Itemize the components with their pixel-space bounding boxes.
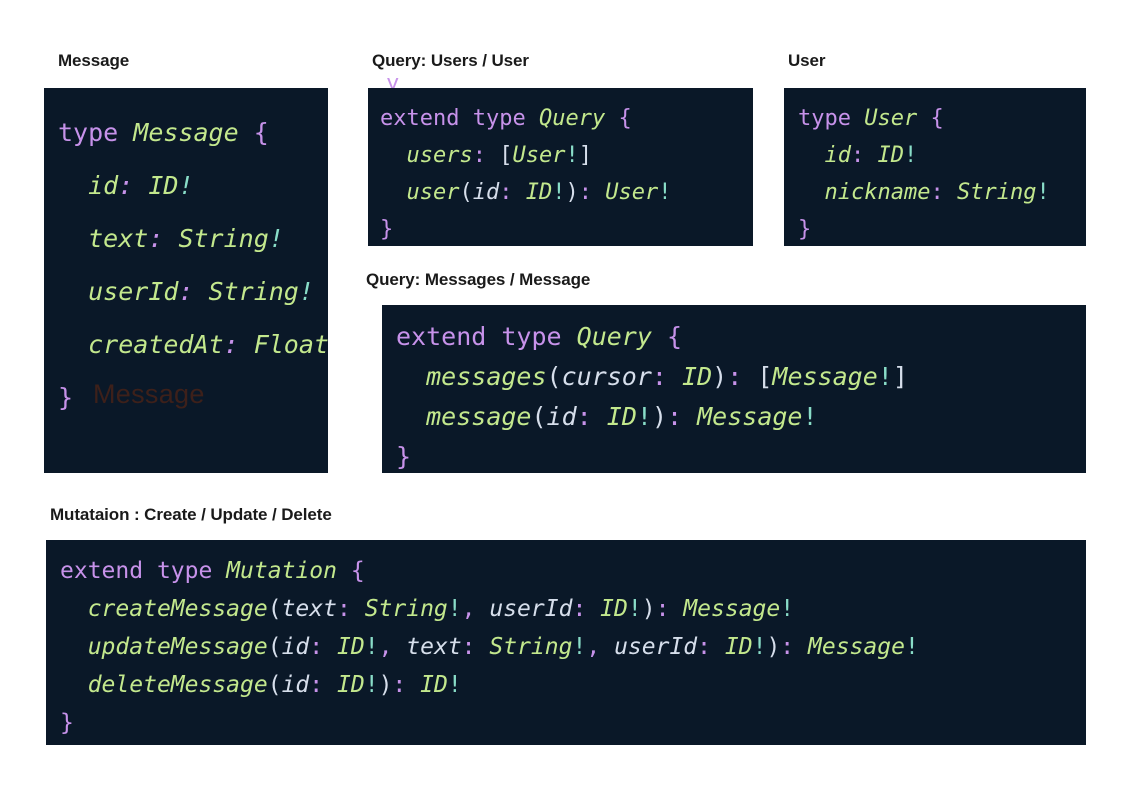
panel-title-mutation: Mutataion : Create / Update / Delete xyxy=(50,505,332,524)
clipped-glyph: y xyxy=(386,73,400,88)
panel-title-query-users: Query: Users / User xyxy=(372,51,529,70)
code-panel-message: type Message { id: ID! text: String! use… xyxy=(44,88,328,473)
code-panel-query-messages: extend type Query { messages(cursor: ID)… xyxy=(382,305,1086,473)
panel-title-user: User xyxy=(788,51,826,70)
code-block-mutation: extend type Mutation { createMessage(tex… xyxy=(60,558,919,736)
code-panel-mutation: extend type Mutation { createMessage(tex… xyxy=(46,540,1086,745)
code-panel-query-users: extend type Query { users: [User!] user(… xyxy=(368,88,753,246)
code-block-query-messages: extend type Query { messages(cursor: ID)… xyxy=(396,322,908,471)
code-block-message: type Message { id: ID! text: String! use… xyxy=(58,118,328,412)
panel-title-message: Message xyxy=(58,51,130,70)
code-block-user: type User { id: ID! nickname: String! } xyxy=(798,106,1050,242)
code-panel-user: type User { id: ID! nickname: String! } xyxy=(784,88,1086,246)
code-block-query-users: extend type Query { users: [User!] user(… xyxy=(380,106,672,242)
panel-title-query-messages: Query: Messages / Message xyxy=(366,270,591,289)
